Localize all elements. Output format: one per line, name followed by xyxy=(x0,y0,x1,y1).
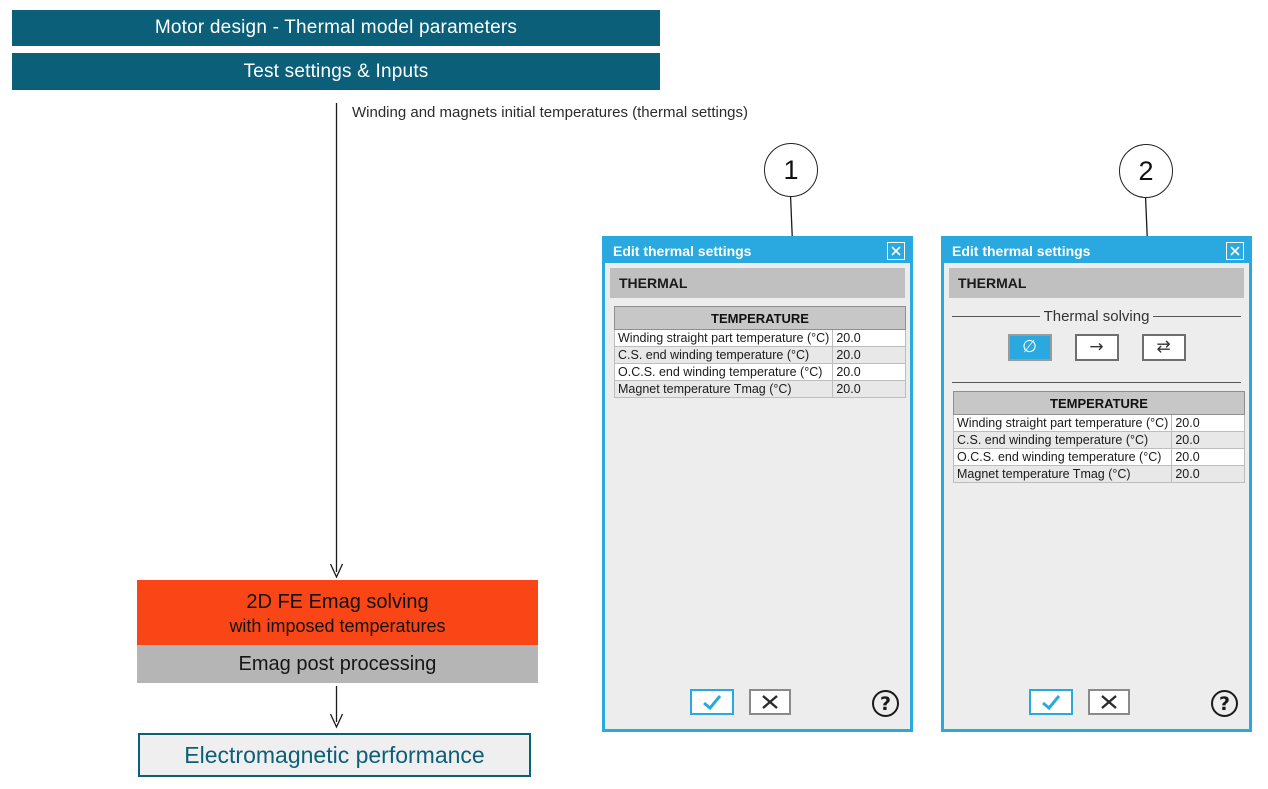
param-label: Magnet temperature Tmag (°C) xyxy=(952,465,1173,483)
dialog-edit-thermal-settings-1: Edit thermal settings THERMAL TEMPERATUR… xyxy=(602,236,913,732)
param-label: O.C.S. end winding temperature (°C) xyxy=(613,363,834,381)
param-label: O.C.S. end winding temperature (°C) xyxy=(952,448,1173,466)
bidirectional-arrows-icon: ⇄ xyxy=(1156,337,1171,357)
param-value-field[interactable]: 20.0 xyxy=(1171,465,1245,483)
param-label: Winding straight part temperature (°C) xyxy=(613,329,834,347)
dialog1-title: Edit thermal settings xyxy=(613,243,752,259)
thermal-solving-label: Thermal solving xyxy=(1043,308,1150,325)
close-button[interactable] xyxy=(887,242,905,260)
thermal-solving-one-direction-button[interactable]: → xyxy=(1074,334,1119,361)
table-row: C.S. end winding temperature (°C) 20.0 xyxy=(613,346,906,364)
check-icon xyxy=(1042,695,1061,711)
dialog2-titlebar[interactable]: Edit thermal settings xyxy=(944,239,1249,263)
emag-solving-line1: 2D FE Emag solving xyxy=(246,590,429,613)
cancel-button[interactable] xyxy=(1088,689,1130,715)
no-solving-icon: ∅ xyxy=(1022,337,1037,357)
help-button[interactable]: ? xyxy=(872,690,899,717)
group-separator xyxy=(952,382,1241,383)
check-icon xyxy=(703,695,722,711)
table-row: Winding straight part temperature (°C) 2… xyxy=(613,329,906,347)
table-row: Winding straight part temperature (°C) 2… xyxy=(952,414,1245,432)
close-icon xyxy=(1230,246,1240,256)
param-label: C.S. end winding temperature (°C) xyxy=(613,346,834,364)
ok-button[interactable] xyxy=(1029,689,1073,715)
legend-line-left xyxy=(952,316,1040,317)
param-value-field[interactable]: 20.0 xyxy=(832,346,906,364)
flow-node-test-settings: Test settings & Inputs xyxy=(12,53,660,90)
section-header-thermal: THERMAL xyxy=(610,268,905,298)
callout-circle-2: 2 xyxy=(1119,144,1173,198)
param-value-field[interactable]: 20.0 xyxy=(1171,414,1245,432)
flow-node-emag-solving: 2D FE Emag solving with imposed temperat… xyxy=(137,580,538,645)
help-button[interactable]: ? xyxy=(1211,690,1238,717)
callout-circle-1: 1 xyxy=(764,143,818,197)
param-label: Winding straight part temperature (°C) xyxy=(952,414,1173,432)
flow-node-post-processing: Emag post processing xyxy=(137,645,538,683)
cancel-button[interactable] xyxy=(749,689,791,715)
table-row: O.C.S. end winding temperature (°C) 20.0 xyxy=(613,363,906,381)
table-row: C.S. end winding temperature (°C) 20.0 xyxy=(952,431,1245,449)
thermal-solving-none-button[interactable]: ∅ xyxy=(1007,334,1052,361)
param-value-field[interactable]: 20.0 xyxy=(1171,448,1245,466)
thermal-solving-bidirectional-button[interactable]: ⇄ xyxy=(1141,334,1186,361)
param-value-field[interactable]: 20.0 xyxy=(1171,431,1245,449)
close-icon xyxy=(891,246,901,256)
table-row: O.C.S. end winding temperature (°C) 20.0 xyxy=(952,448,1245,466)
table-row: Magnet temperature Tmag (°C) 20.0 xyxy=(613,380,906,398)
legend-line-right xyxy=(1153,316,1241,317)
section-header-thermal: THERMAL xyxy=(949,268,1244,298)
param-value-field[interactable]: 20.0 xyxy=(832,363,906,381)
temperature-table: TEMPERATURE Winding straight part temper… xyxy=(613,306,906,398)
x-icon xyxy=(1101,695,1117,709)
thermal-solving-group-legend: Thermal solving xyxy=(952,308,1241,325)
thermal-solving-options: ∅ → ⇄ xyxy=(944,334,1249,361)
close-button[interactable] xyxy=(1226,242,1244,260)
ok-button[interactable] xyxy=(690,689,734,715)
help-icon: ? xyxy=(879,692,892,715)
param-value-field[interactable]: 20.0 xyxy=(832,329,906,347)
x-icon xyxy=(762,695,778,709)
temperature-table: TEMPERATURE Winding straight part temper… xyxy=(952,391,1245,483)
dialog1-titlebar[interactable]: Edit thermal settings xyxy=(605,239,910,263)
help-icon: ? xyxy=(1218,692,1231,715)
param-value-field[interactable]: 20.0 xyxy=(832,380,906,398)
emag-solving-line2: with imposed temperatures xyxy=(229,615,446,636)
arrow-label: Winding and magnets initial temperatures… xyxy=(352,104,749,121)
temperature-table-header: TEMPERATURE xyxy=(614,306,906,330)
temperature-table-header: TEMPERATURE xyxy=(953,391,1245,415)
flow-node-motor-design: Motor design - Thermal model parameters xyxy=(12,10,660,46)
dialog-edit-thermal-settings-2: Edit thermal settings THERMAL Thermal so… xyxy=(941,236,1252,732)
one-direction-arrow-icon: → xyxy=(1089,337,1104,357)
param-label: C.S. end winding temperature (°C) xyxy=(952,431,1173,449)
table-row: Magnet temperature Tmag (°C) 20.0 xyxy=(952,465,1245,483)
param-label: Magnet temperature Tmag (°C) xyxy=(613,380,834,398)
dialog2-title: Edit thermal settings xyxy=(952,243,1091,259)
flow-node-electromagnetic-performance: Electromagnetic performance xyxy=(138,733,531,777)
